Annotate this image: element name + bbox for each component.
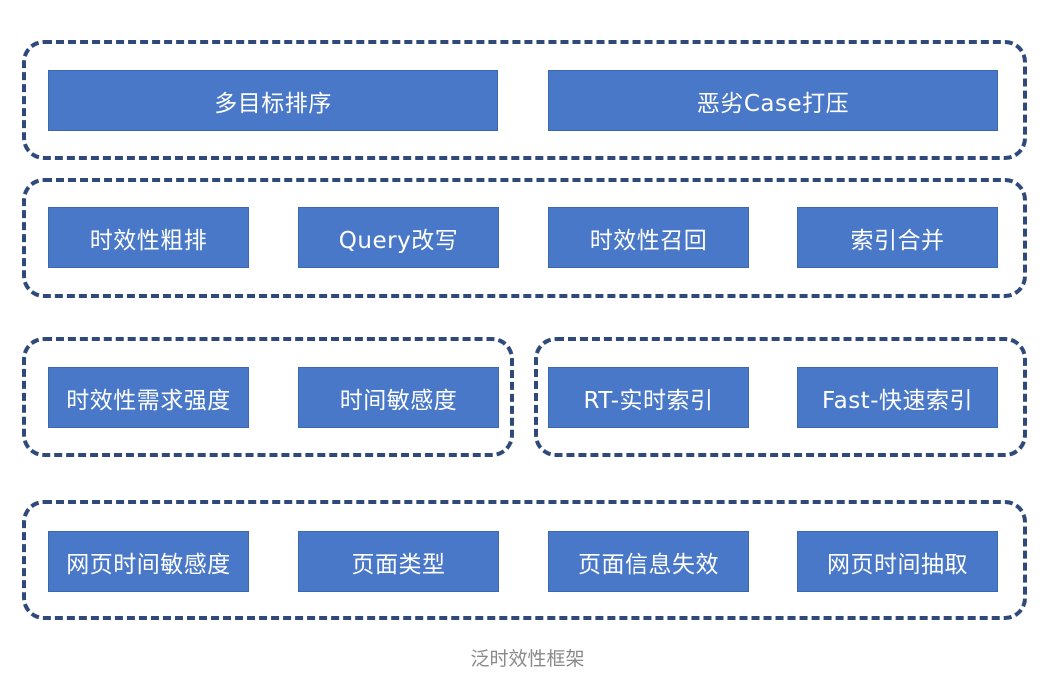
box-time-sensitivity: 时间敏感度 (298, 367, 499, 428)
box-timeliness-recall: 时效性召回 (548, 207, 749, 268)
box-page-info-expiry: 页面信息失效 (548, 531, 749, 592)
figure-caption: 泛时效性框架 (470, 648, 585, 670)
box-webpage-time-extraction: 网页时间抽取 (797, 531, 998, 592)
box-page-type: 页面类型 (298, 531, 499, 592)
box-multi-objective-ranking: 多目标排序 (48, 70, 498, 131)
box-query-rewrite: Query改写 (298, 207, 499, 268)
box-rt-realtime-index: RT-实时索引 (548, 367, 749, 428)
box-index-merge: 索引合并 (797, 207, 998, 268)
box-webpage-time-sensitivity: 网页时间敏感度 (48, 531, 249, 592)
box-bad-case-suppression: 恶劣Case打压 (548, 70, 998, 131)
box-timeliness-demand-strength: 时效性需求强度 (48, 367, 249, 428)
box-timeliness-coarse-ranking: 时效性粗排 (48, 207, 249, 268)
box-fast-quick-index: Fast-快速索引 (797, 367, 998, 428)
